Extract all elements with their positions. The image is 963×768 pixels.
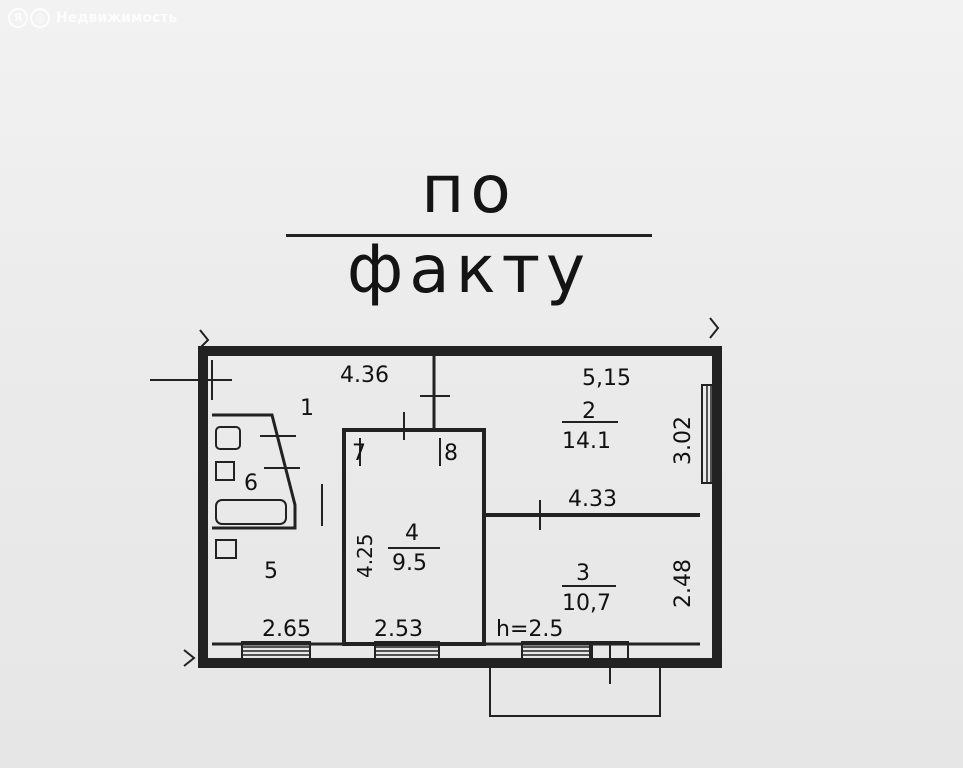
bathtub-icon	[215, 499, 287, 525]
dim-room3-depth: 2.48	[671, 559, 696, 608]
dim-room4-depth: 4.25	[353, 533, 377, 578]
yandex-logo-icon: Я ◎	[8, 8, 50, 28]
dim-room5-width: 2.65	[262, 617, 311, 642]
window-room4-glass	[375, 646, 439, 656]
window-room5-glass	[242, 646, 310, 656]
watermark: Я ◎ Недвижимость	[8, 8, 177, 28]
wall-break-left	[199, 329, 210, 349]
dim-room3-width: 4.33	[568, 487, 617, 512]
dim-hall-width: 4.36	[340, 363, 389, 388]
room-1-number: 1	[300, 396, 314, 421]
heading-underline	[286, 234, 652, 237]
room-4-area: 9.5	[392, 551, 427, 576]
kitchen-sink-icon	[215, 539, 237, 559]
room-7-number: 7	[352, 441, 366, 466]
dim-room2-width: 5,15	[582, 366, 631, 391]
room-3-number: 3	[576, 561, 590, 586]
room-5-number: 5	[264, 559, 278, 584]
wall-break-right	[709, 317, 720, 339]
room-8-number: 8	[444, 441, 458, 466]
balcony	[489, 665, 661, 717]
watermark-text: Недвижимость	[56, 10, 178, 26]
room-4-number: 4	[405, 521, 419, 546]
ceiling-height: h=2.5	[496, 617, 563, 642]
room-6-number: 6	[244, 471, 258, 496]
sink-icon	[215, 461, 235, 481]
door-ticks	[260, 395, 560, 530]
dim-room4-width: 2.53	[374, 617, 423, 642]
room-3-area: 10,7	[562, 591, 611, 616]
wall-break-bottom	[183, 649, 196, 667]
window-room3-glass	[522, 646, 590, 656]
room-2-area: 14.1	[562, 429, 611, 454]
dim-room2-depth: 3.02	[671, 416, 696, 465]
window-room2-glass	[706, 385, 716, 483]
plan-heading: по факту	[346, 151, 592, 308]
room-2-number: 2	[582, 399, 596, 424]
bath-partition	[212, 413, 297, 530]
toilet-icon	[215, 426, 241, 450]
